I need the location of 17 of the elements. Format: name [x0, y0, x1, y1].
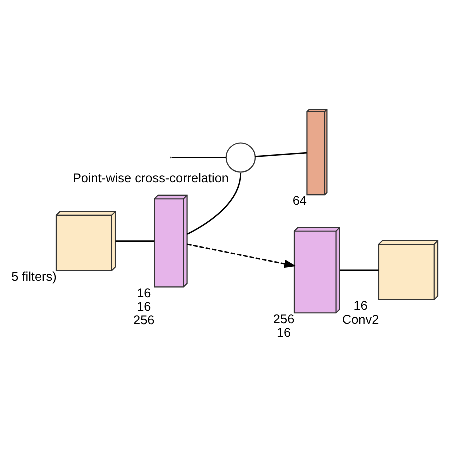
arrow	[187, 244, 296, 268]
node-label: 256	[134, 312, 155, 328]
node-label: Conv2	[342, 312, 380, 327]
node-label: 5 filters)	[12, 269, 57, 284]
node-label: 16	[276, 324, 292, 340]
node-label: 16	[137, 285, 152, 300]
node-label: 16	[354, 298, 368, 314]
connector	[187, 173, 242, 236]
node-label: 16	[137, 299, 152, 314]
connector	[172, 157, 226, 158]
node-circle	[226, 142, 256, 173]
node-label: 64	[292, 193, 308, 208]
connector	[255, 152, 307, 158]
connector	[340, 270, 379, 272]
node-label: Point-wise cross-correlation	[72, 170, 229, 186]
connector	[116, 240, 155, 242]
node-label: 256	[273, 311, 295, 326]
